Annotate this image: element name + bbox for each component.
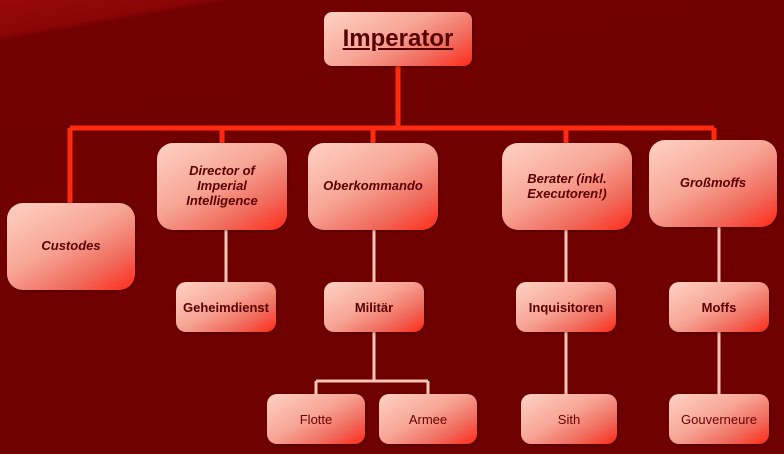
node-oberkommando-label: Oberkommando xyxy=(323,178,423,194)
node-moffs-label: Moffs xyxy=(701,299,737,315)
node-berater-label: Berater (inkl. Executoren!) xyxy=(527,170,607,201)
node-grossmoffs-label: Großmoffs xyxy=(679,175,747,191)
node-inquisitoren: Inquisitoren xyxy=(516,282,616,332)
node-gouverneure: Gouverneure xyxy=(669,394,769,444)
node-director: Director of Imperial Intelligence xyxy=(157,143,287,230)
node-armee-label: Armee xyxy=(408,411,448,427)
node-grossmoffs: Großmoffs xyxy=(649,140,777,227)
node-imperator-label: Imperator xyxy=(342,25,454,52)
node-gouverneure-label: Gouverneure xyxy=(681,411,757,427)
node-geheimdienst: Geheimdienst xyxy=(176,282,276,332)
node-director-label: Director of Imperial Intelligence xyxy=(186,163,258,208)
node-sith: Sith xyxy=(521,394,617,444)
node-custodes: Custodes xyxy=(7,203,135,290)
node-sith-label: Sith xyxy=(557,411,581,427)
node-custodes-label: Custodes xyxy=(41,238,101,254)
node-berater: Berater (inkl. Executoren!) xyxy=(502,143,632,230)
node-flotte-label: Flotte xyxy=(299,411,333,427)
node-militaer-label: Militär xyxy=(354,299,394,315)
node-inquisitoren-label: Inquisitoren xyxy=(528,299,604,315)
node-militaer: Militär xyxy=(324,282,424,332)
node-geheimdienst-label: Geheimdienst xyxy=(183,299,269,315)
node-armee: Armee xyxy=(379,394,477,444)
node-moffs: Moffs xyxy=(669,282,769,332)
node-oberkommando: Oberkommando xyxy=(308,143,438,230)
node-imperator: Imperator xyxy=(324,12,472,66)
node-flotte: Flotte xyxy=(267,394,365,444)
